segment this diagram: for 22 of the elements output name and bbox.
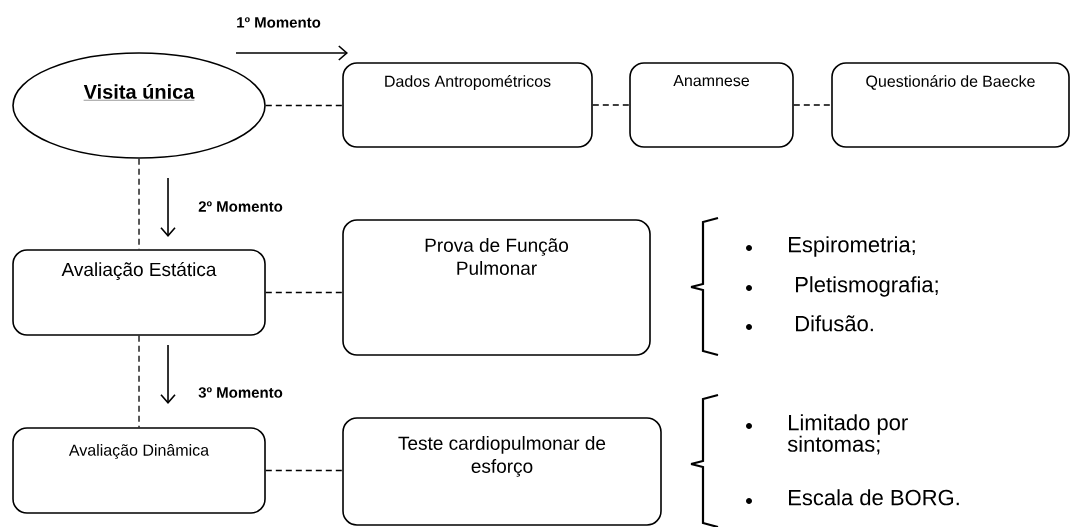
- process-box: Anamnese: [629, 62, 794, 148]
- process-box: Avaliação Estática: [12, 249, 266, 336]
- connector-line: [793, 104, 832, 106]
- oval-node: Visita única: [12, 52, 266, 159]
- connector-line: [265, 291, 343, 294]
- list-item: Difusão.: [796, 315, 873, 332]
- connector-line: [592, 104, 630, 106]
- list-item: Limitado por sintomas;: [787, 414, 908, 455]
- process-box: Teste cardiopulmonar de esforço: [342, 417, 662, 526]
- process-box: Avaliação Dinâmica: [12, 427, 266, 514]
- step-label: 1º Momento: [237, 17, 321, 28]
- connector-line: [138, 335, 140, 428]
- step-label: 3º Momento: [198, 387, 283, 398]
- step-label: 2º Momento: [198, 201, 283, 212]
- connector-line: [265, 104, 343, 107]
- list-item: Pletismografia;: [796, 276, 938, 297]
- list-item: Espirometria;: [789, 236, 915, 257]
- list-item: Escala de BORG.: [789, 489, 959, 506]
- connector-line: [265, 469, 343, 472]
- process-box: Dados Antropométricos: [342, 62, 593, 148]
- process-box: Questionário de Baecke: [831, 62, 1070, 148]
- process-box: Prova de Função Pulmonar: [342, 219, 651, 356]
